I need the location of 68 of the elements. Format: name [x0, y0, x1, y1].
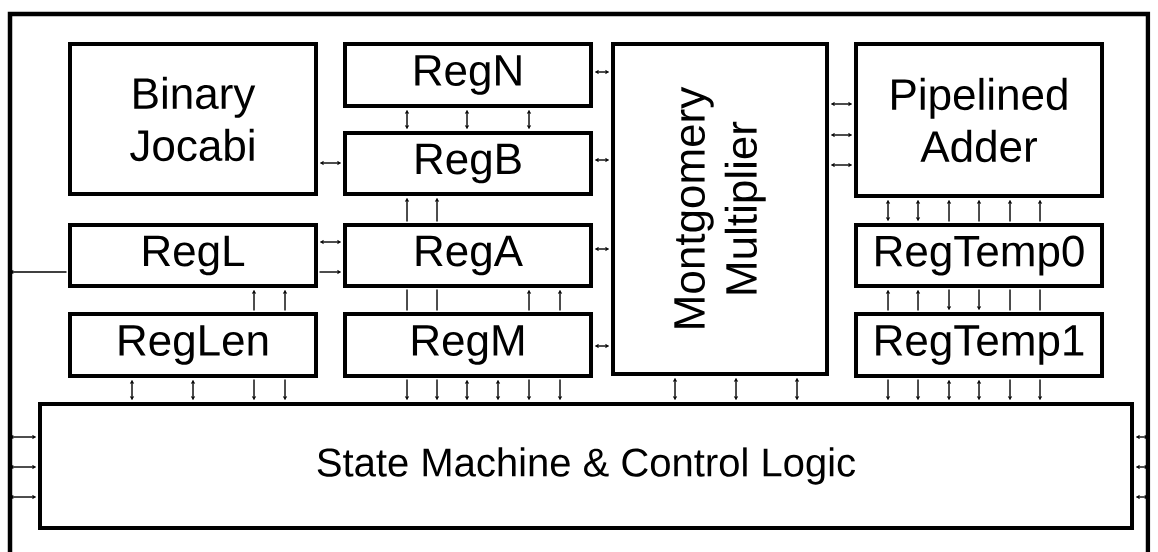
multiplier-block: Montgomery Multiplier	[611, 42, 829, 376]
arrow	[320, 240, 341, 244]
arrow	[916, 290, 920, 312]
arrow	[977, 200, 981, 223]
arrow	[558, 290, 562, 312]
arrow	[9, 435, 36, 439]
control-logic-block: State Machine & Control Logic	[38, 402, 1134, 530]
register-box: RegN	[343, 42, 593, 108]
arrow	[435, 378, 439, 400]
arrow	[595, 158, 609, 162]
arrow	[947, 288, 951, 310]
arrow	[320, 161, 341, 165]
arrow	[916, 378, 920, 400]
arrow	[9, 465, 36, 469]
arrow	[734, 378, 738, 400]
register-box: RegB	[343, 131, 593, 196]
register-box: RegTemp1	[854, 312, 1104, 378]
arrow	[283, 290, 287, 312]
arrow	[252, 290, 256, 312]
arrow	[465, 380, 469, 400]
arrow	[1136, 495, 1149, 499]
arrow	[947, 200, 951, 223]
arrow	[595, 344, 609, 348]
arrow	[130, 380, 134, 400]
register-box: RegTemp0	[854, 223, 1104, 288]
arrow	[527, 290, 531, 312]
arrow	[1136, 465, 1149, 469]
arrow	[527, 110, 531, 129]
arrow	[1008, 200, 1012, 223]
arrow	[527, 378, 531, 400]
arrow	[886, 290, 890, 312]
register-box: RegM	[343, 312, 593, 378]
arrow	[405, 110, 409, 129]
register-box: RegLen	[68, 312, 318, 378]
arrow	[886, 200, 890, 221]
arrow	[886, 378, 890, 400]
logic-block: Binary Jocabi	[68, 42, 318, 196]
logic-block: Pipelined Adder	[854, 42, 1104, 198]
arrow	[947, 380, 951, 400]
arrow	[283, 378, 287, 400]
arrow	[558, 378, 562, 400]
arrow	[465, 110, 469, 129]
arrow	[191, 380, 195, 400]
arrow	[977, 380, 981, 400]
arrow	[831, 133, 852, 137]
arrow	[1008, 378, 1012, 400]
arrow	[1136, 435, 1149, 439]
arrow	[831, 163, 852, 167]
arrow	[595, 70, 609, 74]
register-box: RegL	[68, 223, 318, 288]
arrow	[1038, 200, 1042, 223]
arrow	[496, 380, 500, 400]
register-box: RegA	[343, 223, 593, 288]
outer-frame	[7, 11, 1151, 552]
arrow	[977, 288, 981, 310]
arrow	[1038, 378, 1042, 400]
arrow	[405, 198, 409, 223]
arrow	[916, 200, 920, 221]
arrow	[405, 378, 409, 400]
arrow	[831, 102, 852, 106]
arrow	[318, 270, 341, 274]
arrow	[252, 378, 256, 400]
arrow	[9, 495, 36, 499]
arrow	[435, 198, 439, 223]
arrow	[9, 270, 68, 274]
arrow	[795, 378, 799, 400]
arrow	[595, 247, 609, 251]
arrow	[673, 378, 677, 400]
